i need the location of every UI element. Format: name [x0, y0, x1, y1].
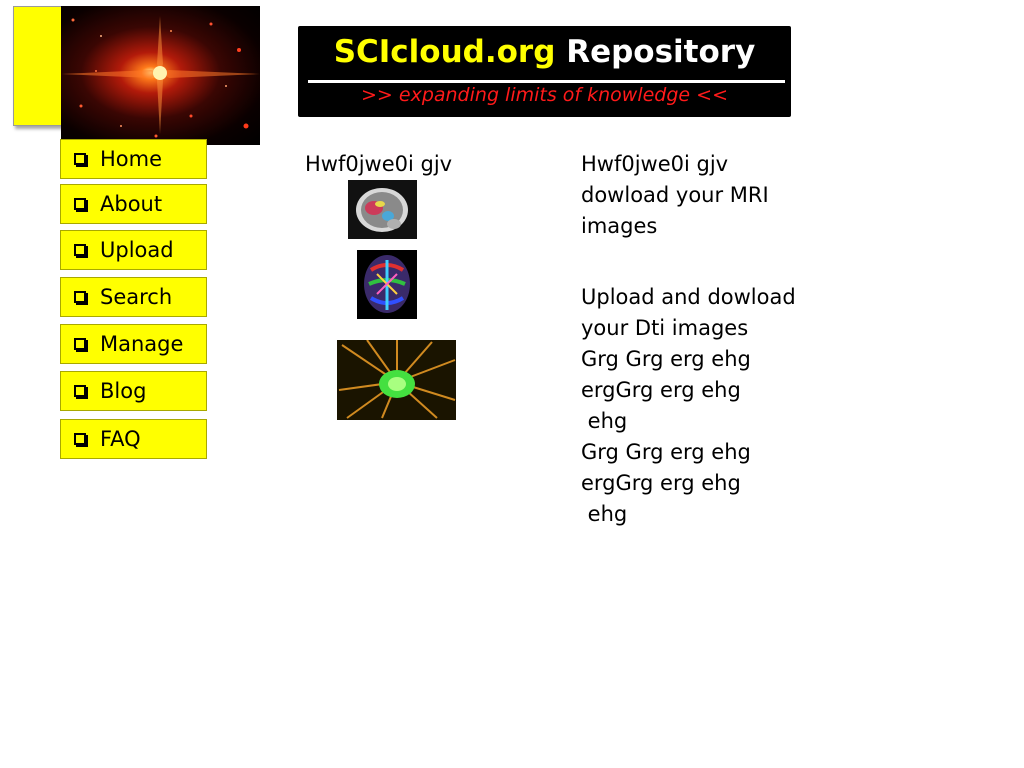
checkbox-bullet-icon	[74, 291, 86, 303]
menu-item-label: Search	[100, 285, 173, 309]
site-header: SCIcloud.org Repository >> expanding lim…	[298, 26, 791, 117]
menu-item-label: Manage	[100, 332, 184, 356]
menu-item-manage[interactable]: Manage	[60, 324, 207, 364]
neuron-image	[337, 340, 456, 420]
site-title: SCIcloud.org Repository	[298, 34, 791, 70]
menu-item-label: Home	[100, 147, 163, 171]
logo-galaxy-image	[61, 6, 260, 145]
dti-description: Upload and dowload your Dti images Grg G…	[581, 285, 796, 526]
mri-description: Hwf0jwe0i gjv dowload your MRI images	[581, 152, 769, 238]
checkbox-bullet-icon	[74, 244, 86, 256]
checkbox-bullet-icon	[74, 153, 86, 165]
site-title-brand: SCIcloud.org	[333, 34, 556, 70]
image-caption: Hwf0jwe0i gjv	[305, 152, 453, 176]
menu-item-label: FAQ	[100, 427, 141, 451]
checkbox-bullet-icon	[74, 338, 86, 350]
menu-item-faq[interactable]: FAQ	[60, 419, 207, 459]
menu-item-search[interactable]: Search	[60, 277, 207, 317]
checkbox-bullet-icon	[74, 198, 86, 210]
menu-item-label: Blog	[100, 379, 147, 403]
header-divider	[308, 80, 785, 83]
menu-item-home[interactable]: Home	[60, 139, 207, 179]
menu-item-about[interactable]: About	[60, 184, 207, 224]
menu-item-upload[interactable]: Upload	[60, 230, 207, 270]
galaxy-stars	[61, 16, 260, 138]
menu-item-label: Upload	[100, 238, 174, 262]
mri-brain-image	[348, 180, 417, 239]
dti-brain-image	[357, 250, 417, 319]
menu-item-label: About	[100, 192, 163, 216]
menu-item-blog[interactable]: Blog	[60, 371, 207, 411]
checkbox-bullet-icon	[74, 433, 86, 445]
site-tagline: >> expanding limits of knowledge <<	[361, 84, 728, 106]
site-title-suffix: Repository	[555, 34, 756, 70]
checkbox-bullet-icon	[74, 385, 86, 397]
